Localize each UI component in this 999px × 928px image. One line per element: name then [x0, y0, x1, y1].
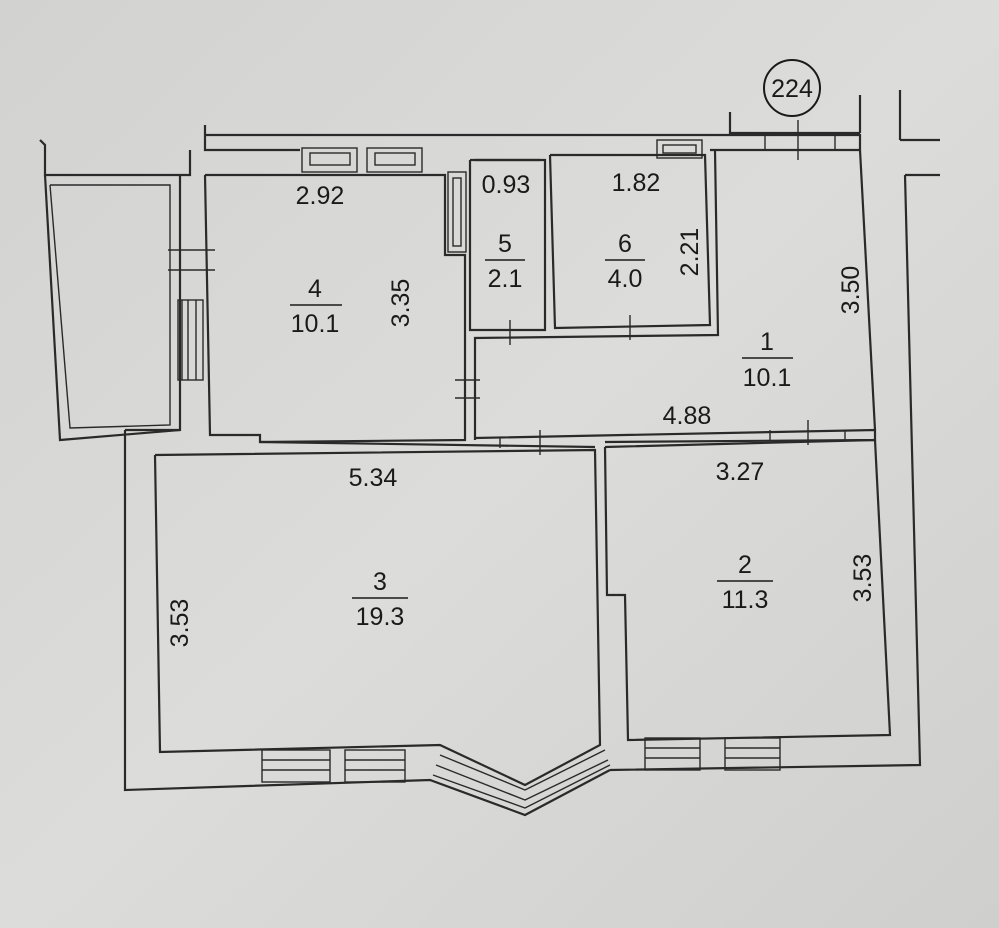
room-area: 2.1 [488, 265, 523, 293]
dim-room2-width: 3.27 [716, 458, 765, 486]
apartment-number-badge: 224 [763, 59, 821, 117]
room-number: 4 [308, 275, 322, 303]
dim-room3-length: 3.53 [166, 599, 194, 648]
room-area: 10.1 [291, 310, 340, 338]
dim-room4-length: 3.35 [387, 279, 415, 328]
dim-room4-width: 2.92 [296, 182, 345, 210]
dim-room1-width: 4.88 [663, 402, 712, 430]
dim-room2-length: 3.53 [849, 554, 877, 603]
walls [39, 90, 940, 817]
dimension-labels: 2.92 0.93 1.82 3.35 2.21 3.50 4.88 5.34 … [166, 169, 877, 647]
room-number: 1 [760, 328, 774, 356]
room-number: 6 [618, 230, 632, 258]
room-number: 2 [738, 551, 752, 579]
room-5-label: 5 2.1 [485, 230, 525, 293]
dim-room6-width: 1.82 [612, 169, 661, 197]
room-2-label: 2 11.3 [717, 551, 773, 614]
dim-room6-length: 2.21 [676, 228, 704, 277]
dim-room1-length: 3.50 [837, 266, 865, 315]
room-area: 19.3 [356, 603, 405, 631]
room-area: 10.1 [743, 364, 792, 392]
dim-room3-width: 5.34 [349, 464, 398, 492]
dim-room5-width: 0.93 [482, 171, 531, 199]
room-3-label: 3 19.3 [352, 568, 408, 631]
room-1-label: 1 10.1 [742, 328, 793, 392]
apartment-number: 224 [771, 75, 813, 103]
room-4-label: 4 10.1 [290, 275, 342, 338]
room-number: 5 [498, 230, 512, 258]
room-area: 11.3 [722, 586, 769, 614]
room-6-label: 6 4.0 [605, 230, 645, 293]
room-area: 4.0 [608, 265, 643, 293]
room-number: 3 [373, 568, 387, 596]
room-labels: 4 10.1 5 2.1 6 4.0 1 10.1 3 19.3 2 11.3 [290, 230, 793, 631]
